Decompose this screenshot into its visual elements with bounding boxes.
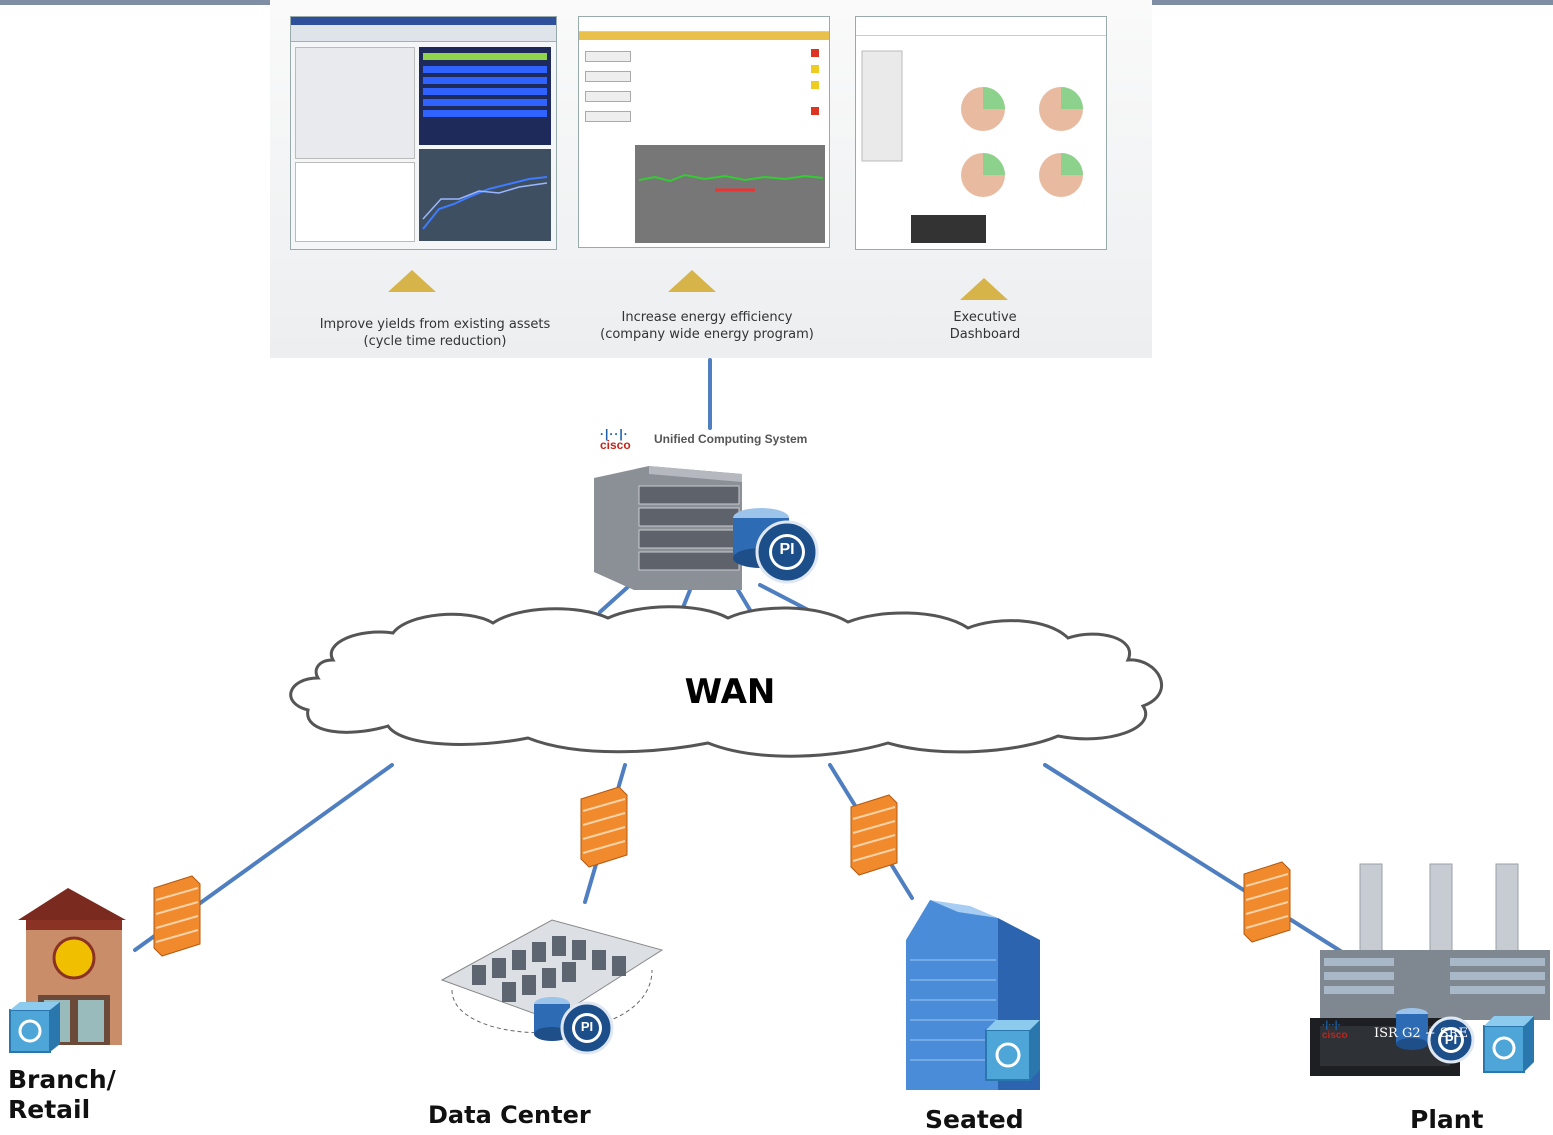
office-building-icon [906,900,1040,1090]
site-label-datacenter: Data Center [428,1101,591,1129]
screenshot-executive [855,16,1107,250]
cisco-logo: ·|··|· cisco [600,427,631,452]
link-ucs-wan-1 [598,583,632,614]
site-label-branch: Branch/ Retail [8,1065,116,1124]
screenshot-energy [578,16,830,248]
ucs-title: Unified Computing System [654,432,808,446]
arrow-up-yields [388,270,436,292]
plant-factory-icon [1310,863,1550,1076]
retail-store-icon [9,888,126,1053]
firewall-icon [1243,861,1291,943]
dashboard-panel: Improve yields from existing assets (cyc… [270,0,1152,358]
wan-cloud [289,605,1164,758]
ucs-pi-badge: PI [779,541,795,558]
plant-pi-badge: PI [1444,1032,1458,1047]
ucs-header: ·|··|· cisco Unified Computing System [600,428,820,458]
site-label-seated: Seated [925,1105,1024,1134]
data-center-floorplan [440,919,664,1055]
screenshot-yields [290,16,557,250]
arrow-up-executive [960,278,1008,300]
caption-energy: Increase energy efficiency (company wide… [600,310,814,342]
datacenter-pi-badge: PI [580,1019,594,1034]
wan-label: WAN [684,672,776,712]
firewall-icon [850,794,898,876]
site-label-plant: Plant [1410,1105,1484,1134]
firewall-icon [153,875,201,957]
link-wan-plant [1043,763,1344,954]
caption-executive: Executive Dashboard [949,310,1021,342]
arrow-up-energy [668,270,716,292]
caption-yields: Improve yields from existing assets (cyc… [319,317,551,349]
plant-cisco-logo: ·|··|· cisco [1322,1020,1348,1042]
plant-device-label: ISR G2 + SRE [1374,1026,1468,1041]
ucs-chassis [594,466,819,590]
firewall-icon [580,786,628,868]
